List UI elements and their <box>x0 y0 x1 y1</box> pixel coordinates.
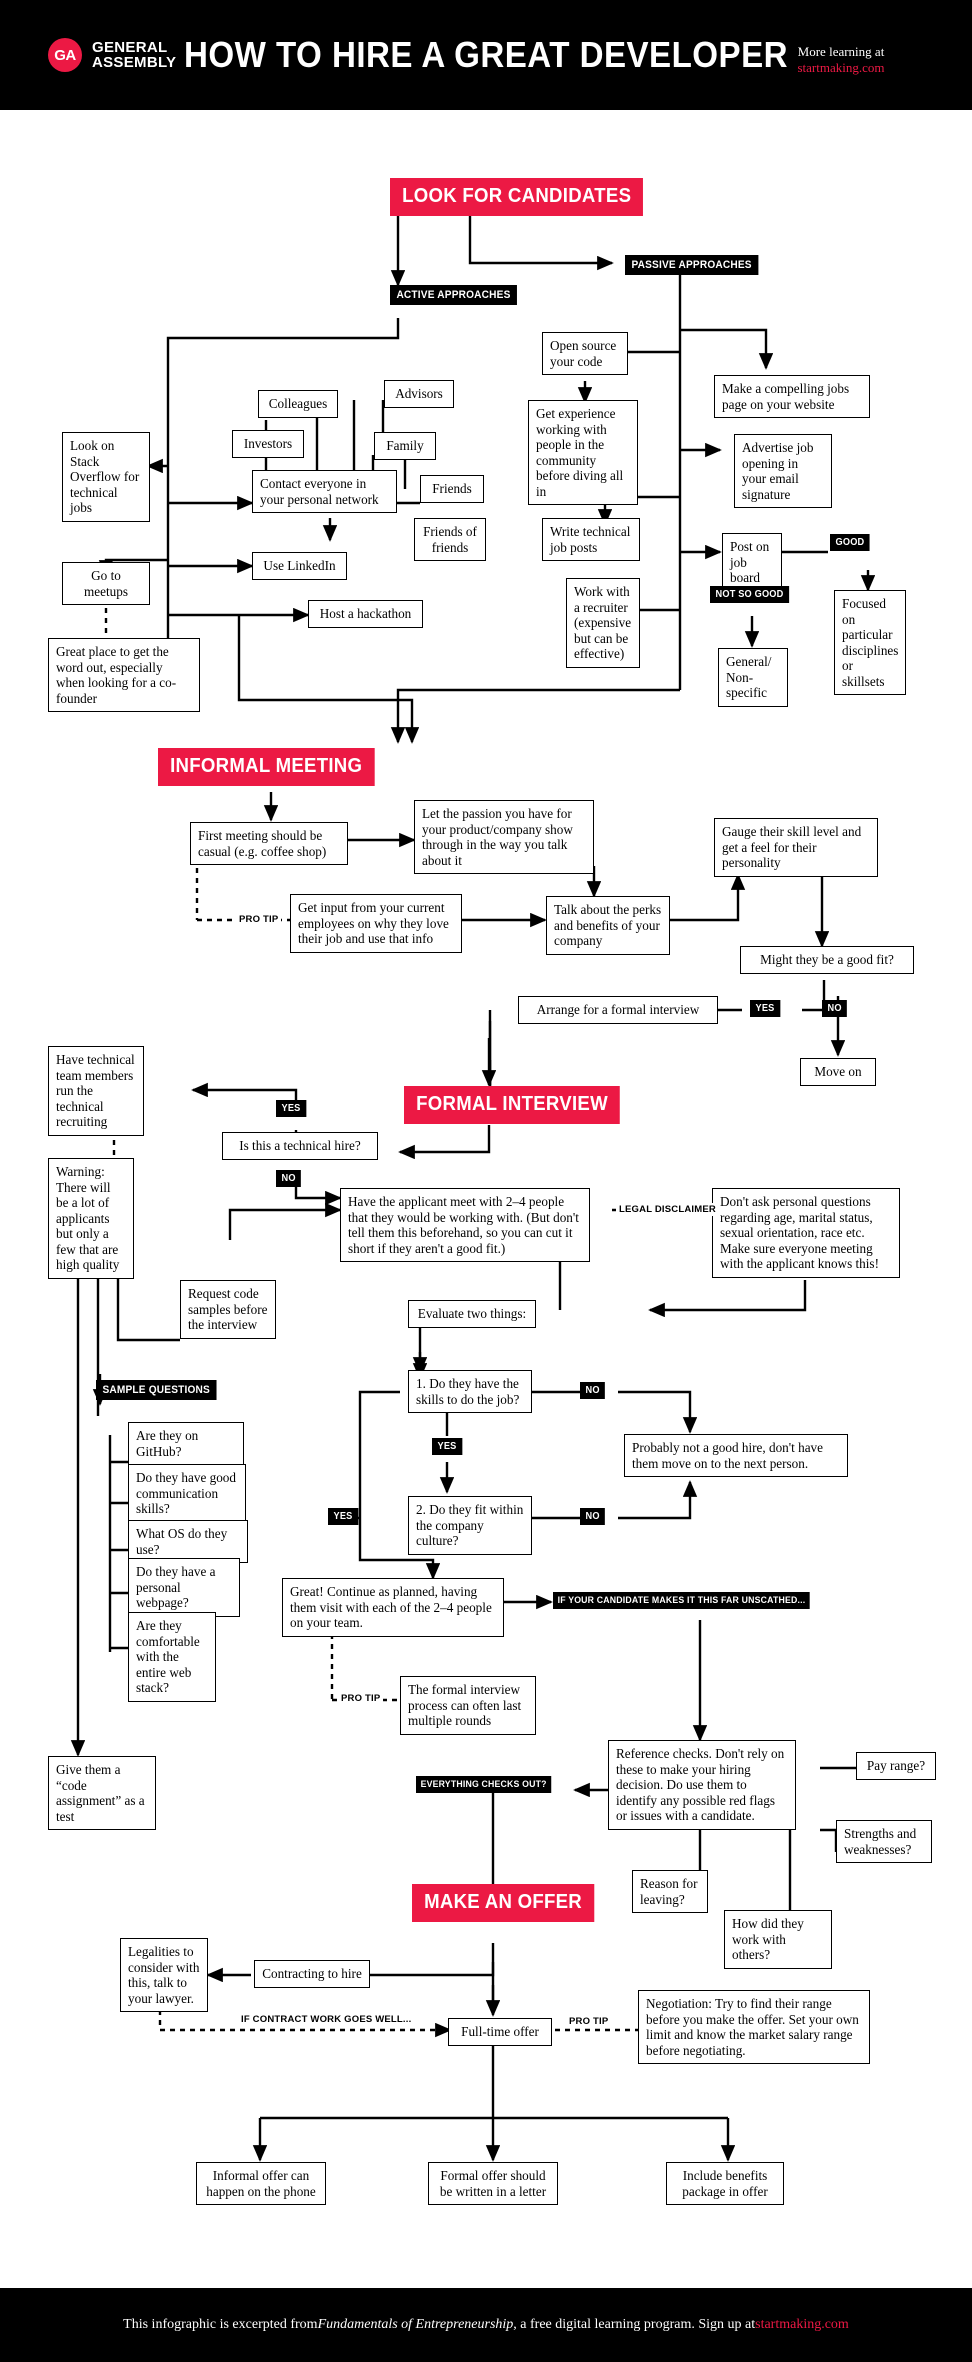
label-legal-disclaimer: LEGAL DISCLAIMER <box>616 1203 719 1216</box>
footer-text-before: This infographic is excerpted from <box>123 2317 318 2332</box>
node-q-os: What OS do they use? <box>128 1520 248 1564</box>
node-contact-network: Contact everyone in your personal networ… <box>252 470 397 514</box>
label-not-so-good: NOT SO GOOD <box>710 586 790 603</box>
node-formal-offer: Formal offer should be written in a lett… <box>428 2162 558 2206</box>
node-friends-of-friends: Friends of friends <box>414 518 486 562</box>
label-active-approaches: ACTIVE APPROACHES <box>390 285 517 305</box>
node-reference-checks: Reference checks. Don't rely on these to… <box>608 1740 796 1830</box>
node-stack-overflow: Look on Stack Overflow for technical job… <box>62 432 150 522</box>
label-passive-approaches: PASSIVE APPROACHES <box>625 255 759 275</box>
node-post-job-board: Post on job board <box>722 533 782 592</box>
page-header: GA GENERAL ASSEMBLY HOW TO HIRE A GREAT … <box>0 0 972 110</box>
startmaking-link[interactable]: startmaking.com <box>797 60 885 75</box>
label-sample-questions: SAMPLE QUESTIONS <box>96 1380 217 1400</box>
node-warning-applicants: Warning: There will be a lot of applican… <box>48 1158 134 1280</box>
node-gauge-skill: Gauge their skill level and get a feel f… <box>714 818 878 877</box>
label-pro-tip-informal: PRO TIP <box>236 913 282 926</box>
node-go-to-meetups: Go to meetups <box>62 562 150 606</box>
node-contracting-to-hire: Contracting to hire <box>254 1960 370 1988</box>
label-everything-checks-out: EVERYTHING CHECKS OUT? <box>416 1776 552 1793</box>
section-make-an-offer: MAKE AN OFFER <box>412 1884 595 1922</box>
node-applicant-meet: Have the applicant meet with 2–4 people … <box>340 1188 590 1263</box>
label-if-contract-work: IF CONTRACT WORK GOES WELL... <box>238 2013 415 2026</box>
node-pay-range: Pay range? <box>856 1752 936 1780</box>
node-strengths-weaknesses: Strengths and weaknesses? <box>836 1820 932 1864</box>
node-friends: Friends <box>420 475 484 503</box>
node-q1-skills: 1. Do they have the skills to do the job… <box>408 1370 532 1414</box>
node-multiple-rounds: The formal interview process can often l… <box>400 1676 536 1735</box>
node-family: Family <box>374 432 436 460</box>
node-work-recruiter: Work with a recruiter (expensive but can… <box>566 578 640 668</box>
section-look-for-candidates: LOOK FOR CANDIDATES <box>390 178 644 216</box>
node-dont-ask-personal: Don't ask personal questions regarding a… <box>712 1188 900 1278</box>
node-request-code: Request code samples before the intervie… <box>180 1280 276 1339</box>
node-full-time-offer: Full-time offer <box>448 2018 552 2046</box>
node-probably-not: Probably not a good hire, don't have the… <box>624 1434 848 1478</box>
node-q-webpage: Do they have a personal webpage? <box>128 1558 240 1617</box>
node-first-meeting: First meeting should be casual (e.g. cof… <box>190 822 348 866</box>
node-q-webstack: Are they comfortable with the entire web… <box>128 1612 216 1702</box>
brand-line-1: GENERAL <box>92 39 168 56</box>
node-use-linkedin: Use LinkedIn <box>252 552 347 580</box>
node-write-posts: Write technical job posts <box>542 518 640 562</box>
label-no-skills: NO <box>580 1382 606 1399</box>
node-q-github: Are they on GitHub? <box>128 1422 244 1466</box>
label-good: GOOD <box>830 534 870 551</box>
node-advertise-signature: Advertise job opening in your email sign… <box>734 434 832 509</box>
node-code-assignment: Give them a “code assignment” as a test <box>48 1756 156 1831</box>
node-is-technical-hire: Is this a technical hire? <box>222 1132 378 1160</box>
node-evaluate-two: Evaluate two things: <box>408 1300 536 1328</box>
node-host-hackathon: Host a hackathon <box>308 600 423 628</box>
footer-startmaking-link[interactable]: startmaking.com <box>755 2317 849 2332</box>
node-compelling-jobs-page: Make a compelling jobs page on your webs… <box>714 375 870 419</box>
more-learning-label: More learning at <box>797 44 885 59</box>
node-get-input: Get input from your current employees on… <box>290 894 462 953</box>
label-no-culture: NO <box>580 1508 606 1525</box>
footer-text-after: , a free digital learning program. Sign … <box>513 2317 756 2332</box>
node-advisors: Advisors <box>384 380 454 408</box>
node-get-experience: Get experience working with people in th… <box>528 400 638 506</box>
ga-monogram-icon: GA <box>48 38 82 72</box>
page-title: HOW TO HIRE A GREAT DEVELOPER <box>183 34 789 75</box>
node-open-source: Open source your code <box>542 332 628 376</box>
label-yes-culture: YES <box>328 1508 359 1525</box>
node-q-communication: Do they have good communication skills? <box>128 1464 246 1523</box>
node-colleagues: Colleagues <box>258 390 338 418</box>
node-talk-perks: Talk about the perks and benefits of you… <box>546 896 670 955</box>
node-work-with-others: How did they work with others? <box>724 1910 832 1969</box>
label-pro-tip-offer: PRO TIP <box>566 2015 612 2028</box>
label-unscathed: IF YOUR CANDIDATE MAKES IT THIS FAR UNSC… <box>553 1592 810 1609</box>
footer-italic-title: Fundamentals of Entrepreneurship <box>317 2317 514 2332</box>
node-legalities: Legalities to consider with this, talk t… <box>120 1938 208 2013</box>
general-assembly-logo: GA GENERAL ASSEMBLY <box>48 38 176 72</box>
node-focused-disciplines: Focused on particular disciplines or ski… <box>834 590 906 696</box>
label-yes-skills: YES <box>432 1438 463 1455</box>
node-informal-offer: Informal offer can happen on the phone <box>196 2162 326 2206</box>
node-move-on: Move on <box>800 1058 876 1086</box>
section-formal-interview: FORMAL INTERVIEW <box>404 1086 621 1124</box>
header-promo: More learning at startmaking.com <box>756 44 926 76</box>
label-pro-tip-formal: PRO TIP <box>338 1692 384 1705</box>
label-yes-technical: YES <box>276 1100 307 1117</box>
section-informal-meeting: INFORMAL MEETING <box>158 748 375 786</box>
node-let-passion: Let the passion you have for your produc… <box>414 800 594 875</box>
node-arrange-formal: Arrange for a formal interview <box>518 996 718 1024</box>
label-no-good-fit: NO <box>822 1000 848 1017</box>
node-great-continue: Great! Continue as planned, having them … <box>282 1578 504 1637</box>
node-have-technical-team: Have technical team members run the tech… <box>48 1046 144 1136</box>
label-yes-good-fit: YES <box>750 1000 781 1017</box>
node-might-good-fit: Might they be a good fit? <box>740 946 914 974</box>
node-q2-culture: 2. Do they fit within the company cultur… <box>408 1496 532 1555</box>
brand-name: GENERAL ASSEMBLY <box>92 40 176 70</box>
label-no-technical: NO <box>276 1170 302 1187</box>
page-footer: This infographic is excerpted from Funda… <box>0 2288 972 2362</box>
node-investors: Investors <box>232 430 304 458</box>
node-general-nonspecific: General/ Non-specific <box>718 648 788 707</box>
node-great-place: Great place to get the word out, especia… <box>48 638 200 713</box>
node-negotiation: Negotiation: Try to find their range bef… <box>638 1990 870 2065</box>
node-reason-leaving: Reason for leaving? <box>632 1870 708 1914</box>
brand-line-2: ASSEMBLY <box>92 54 177 71</box>
node-include-benefits: Include benefits package in offer <box>666 2162 784 2206</box>
